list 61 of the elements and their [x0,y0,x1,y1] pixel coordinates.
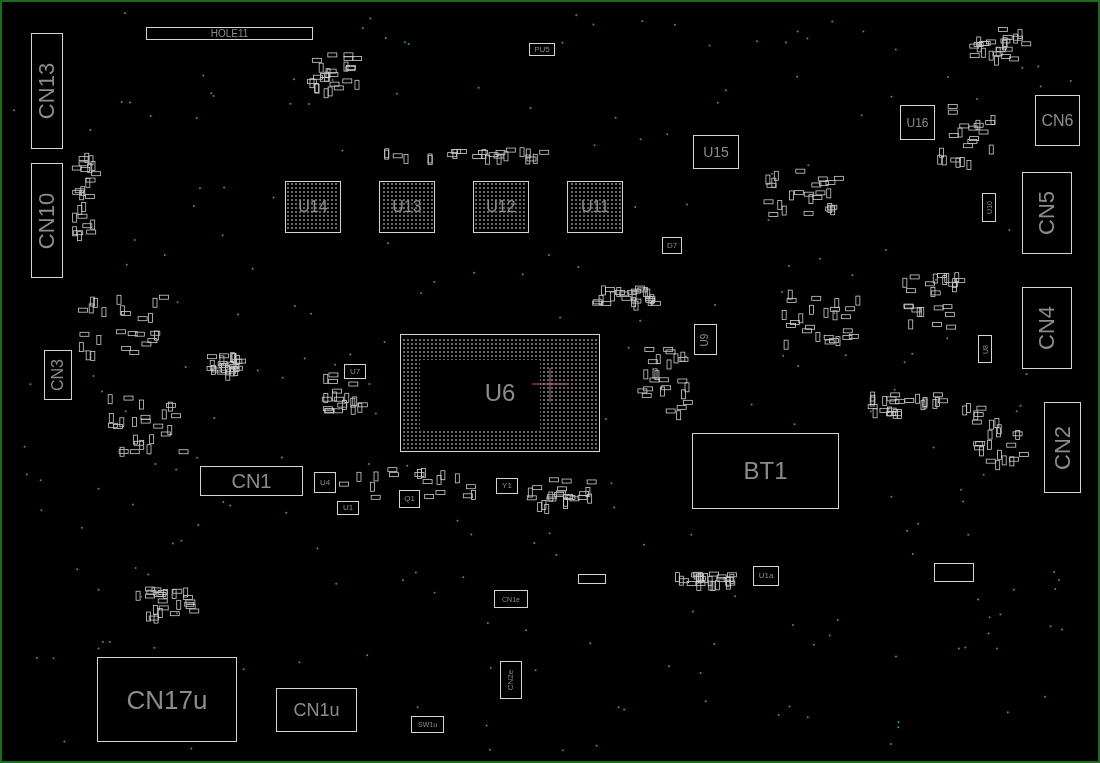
reference-designator: U9 [700,333,711,346]
component-outline [529,43,555,56]
reference-designator: CN4 [1036,306,1058,350]
reference-designator: U4 [319,478,331,487]
reference-designator: U16 [906,116,929,129]
component-outline [693,135,739,169]
component-outline [1035,95,1080,146]
reference-designator: Q1 [404,495,415,503]
component-outline [314,472,336,493]
reference-designator: U15 [703,145,729,159]
component-outline [1022,172,1072,254]
component-outline [692,433,839,509]
component-outline [31,33,63,149]
reference-designator: CN1u [293,701,340,719]
reference-designator: Y1 [502,482,512,490]
component-outline [978,335,992,363]
component-outline [1022,287,1072,369]
reference-designator: U7 [349,367,361,376]
component-outline [411,716,444,733]
component-outline [567,181,623,233]
reference-designator: CN17u [126,686,208,713]
component-outline [900,105,935,140]
component-outline [200,466,303,496]
component-outline [753,566,779,586]
component-outline [578,574,606,584]
component-outline [344,364,366,379]
component-outline [496,478,518,494]
reference-designator: BT1 [743,459,788,483]
reference-designator: CN2 [1051,425,1074,470]
reference-designator: U11 [580,199,610,215]
component-outline [285,181,341,233]
reference-designator: CN6 [1041,112,1074,129]
component-outline [146,27,313,40]
component-outline [276,688,357,732]
reference-designator: CN1 [231,471,272,491]
component-outline [31,163,63,278]
reference-designator: HOLE11 [210,28,249,39]
reference-designator: CN10 [36,192,58,249]
component-outline [982,193,996,222]
reference-designator: CN13 [36,62,58,120]
component-outline [97,657,237,742]
component-outline [662,237,682,254]
component-outline [694,324,717,355]
reference-designator: D7 [666,241,678,250]
component-outline [399,490,420,508]
reference-designator: CN5 [1036,191,1058,235]
reference-designator: CN3 [50,359,66,391]
component-outline [337,501,359,515]
reference-designator: PU5 [534,45,550,54]
component-outline [934,563,974,582]
reference-designator: CN2e [507,669,515,691]
component-outline [500,661,522,699]
component-outline [379,181,435,233]
component-outline [44,350,72,400]
component-outline [400,334,600,452]
component-outline [473,181,529,233]
reference-designator: U1 [342,504,354,512]
reference-designator: U6 [484,381,516,405]
component-outline [494,590,528,608]
reference-designator: U1a [758,572,774,580]
component-outline [1044,402,1081,493]
